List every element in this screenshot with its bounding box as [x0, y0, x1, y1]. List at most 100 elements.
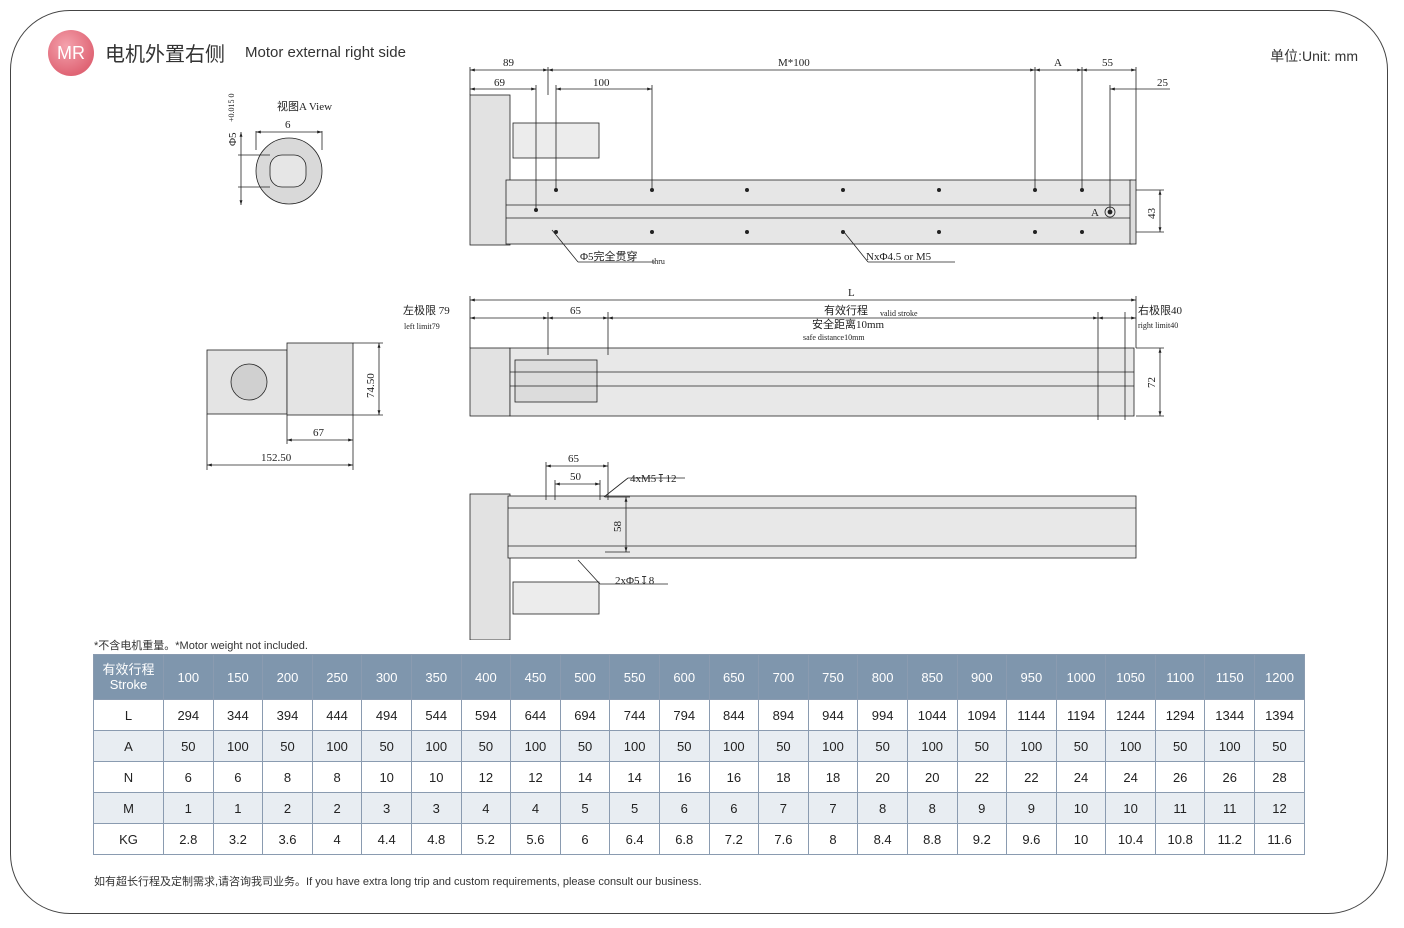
table-cell: 8 [311, 761, 363, 793]
table-cell: 100 [609, 730, 660, 762]
table-cell: 1 [212, 792, 264, 824]
page-frame [10, 10, 1388, 914]
dim-152-50: 152.50 [261, 452, 292, 464]
table-cell: 1294 [1154, 699, 1206, 731]
table-cell: 50 [1154, 730, 1206, 762]
table-cell: 11.6 [1254, 823, 1305, 855]
table-cell: 100 [1006, 730, 1057, 762]
table-cell: 50 [956, 730, 1008, 762]
dim-6: 6 [285, 119, 291, 131]
table-cell: 394 [262, 699, 313, 731]
table-cell: 4.8 [410, 823, 462, 855]
table-cell: 7.6 [758, 823, 809, 855]
dim-l: L [848, 287, 855, 299]
stroke-header-cell: 1150 [1204, 654, 1256, 700]
stroke-header-cell: 300 [361, 654, 412, 700]
table-cell: 9 [1006, 792, 1057, 824]
table-cell: 50 [262, 730, 313, 762]
right-limit-en: right limit40 [1138, 321, 1178, 330]
stroke-header-cn: 有效行程 [102, 662, 155, 677]
table-cell: 1194 [1055, 699, 1107, 731]
page-title-en: Motor external right side [245, 44, 406, 61]
table-cell: 100 [807, 730, 859, 762]
technical-drawing: 视图A View Φ5 +0.015 0 6 89 69 100 M*100 A… [206, 57, 1182, 640]
dim-a: A [1054, 57, 1062, 69]
row-label: M [93, 792, 164, 824]
table-cell: 10.4 [1105, 823, 1156, 855]
dim-55: 55 [1102, 57, 1114, 69]
table-cell: 100 [1105, 730, 1156, 762]
side-view-drawing [469, 296, 1164, 420]
table-cell: 16 [708, 761, 760, 793]
dim-m100: M*100 [778, 57, 810, 69]
dim-25: 25 [1157, 77, 1169, 89]
footer-note: 如有超长行程及定制需求,请咨询我司业务。If you have extra lo… [94, 876, 702, 888]
phi5-label: Φ5 [227, 132, 239, 146]
stroke-header-cell: 200 [262, 654, 313, 700]
stroke-header-cell: 1050 [1105, 654, 1156, 700]
stroke-header-cell: 700 [758, 654, 809, 700]
table-cell: 844 [708, 699, 760, 731]
table-cell: 100 [311, 730, 363, 762]
table-cell: 50 [163, 730, 214, 762]
table-cell: 3.6 [262, 823, 313, 855]
table-cell: 694 [559, 699, 611, 731]
m5-label: 4xM5↧12 [630, 473, 677, 485]
table-cell: 1144 [1006, 699, 1057, 731]
table-cell: 50 [1055, 730, 1107, 762]
table-cell: 8 [262, 761, 313, 793]
stroke-header-cell: 350 [410, 654, 462, 700]
table-cell: 2 [262, 792, 313, 824]
stroke-header-cell: 600 [658, 654, 710, 700]
table-cell: 9 [956, 792, 1008, 824]
dim-67: 67 [313, 427, 325, 439]
stroke-header-cell: 750 [807, 654, 859, 700]
table-cell: 3 [361, 792, 412, 824]
stroke-header-cell: 100 [163, 654, 214, 700]
table-cell: 100 [212, 730, 264, 762]
table-cell: 28 [1254, 761, 1305, 793]
table-cell: 20 [857, 761, 908, 793]
stroke-header-cell: 450 [510, 654, 561, 700]
table-cell: 14 [559, 761, 611, 793]
thru-label-cn: Φ5完全贯穿 [580, 249, 638, 263]
thru-label-en: thru [652, 257, 665, 266]
table-cell: 100 [1204, 730, 1256, 762]
table-cell: 444 [311, 699, 363, 731]
table-cell: 12 [1254, 792, 1305, 824]
end-view-drawing [206, 342, 383, 470]
table-cell: 6 [212, 761, 264, 793]
stroke-header-cell: 800 [857, 654, 908, 700]
table-cell: 4 [311, 823, 363, 855]
row-label: N [93, 761, 164, 793]
table-cell: 12 [510, 761, 561, 793]
stroke-header-cell: 1000 [1055, 654, 1107, 700]
table-cell: 8 [906, 792, 958, 824]
dim-43: 43 [1146, 208, 1158, 220]
table-cell: 10 [1055, 792, 1107, 824]
table-cell: 100 [410, 730, 462, 762]
stroke-header: 有效行程 Stroke [93, 654, 164, 700]
valid-stroke-cn: 有效行程 [824, 303, 868, 317]
phi5-8-label: 2xΦ5↧8 [615, 575, 655, 587]
table-cell: 8 [807, 823, 859, 855]
stroke-header-cell: 1200 [1254, 654, 1305, 700]
table-cell: 10 [361, 761, 412, 793]
table-cell: 294 [163, 699, 214, 731]
table-cell: 24 [1105, 761, 1156, 793]
dim-100: 100 [593, 77, 610, 89]
tolerance-label: +0.015 0 [227, 93, 236, 122]
table-cell: 3 [410, 792, 462, 824]
stroke-header-cell: 850 [906, 654, 958, 700]
table-cell: 100 [708, 730, 760, 762]
view-a-label: 视图A View [277, 99, 332, 113]
stroke-header-cell: 900 [956, 654, 1008, 700]
dim-65-side: 65 [570, 305, 582, 317]
table-cell: 1044 [906, 699, 958, 731]
table-cell: 994 [857, 699, 908, 731]
table-cell: 24 [1055, 761, 1107, 793]
